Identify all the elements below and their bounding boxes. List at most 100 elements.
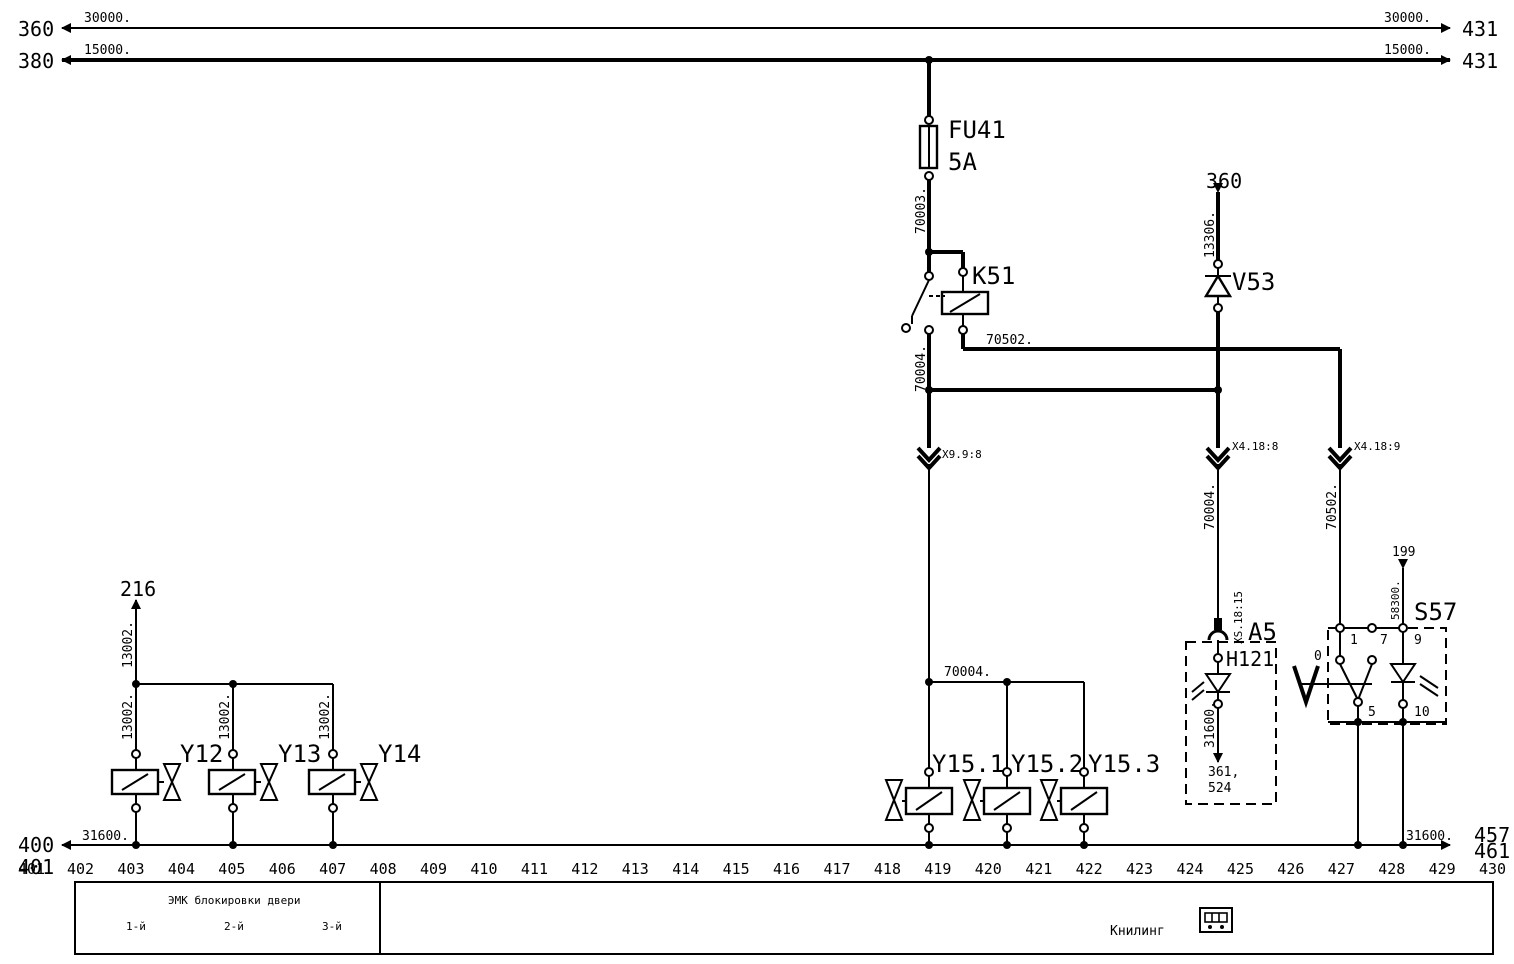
title-block: ЭМК блокировки двери 1-й 2-й 3-й Книлинг [74, 881, 1494, 955]
bus-30-wire-right: 30000. [1384, 11, 1431, 26]
column-number: 420 [975, 860, 1002, 878]
module-a5: XS.18:15 A5 H121 31600. 361, 524 [1185, 591, 1277, 805]
column-number: 425 [1227, 860, 1254, 878]
ref-524: 524 [1208, 781, 1232, 796]
v53-name: V53 [1232, 268, 1275, 296]
connector-x4-8: X4.18:8 [1232, 440, 1278, 453]
y15-2-name: Y15.2 [1011, 750, 1083, 778]
h121-name: H121 [1226, 647, 1274, 671]
ref-361: 361, [1208, 765, 1239, 780]
s57-name: S57 [1414, 598, 1457, 626]
s57-pos-1: 1 [1350, 633, 1358, 648]
fu41-rating: 5A [948, 148, 977, 176]
column-numbers: 401 402 403 404 405 406 407 408 409 410 411 412 413… [18, 860, 1506, 878]
wire-70502-s57: 70502. [1325, 483, 1340, 530]
y14-name: Y14 [378, 740, 421, 768]
group-title: ЭМК блокировки двери [168, 894, 300, 907]
column-number: 427 [1328, 860, 1355, 878]
column-number: 426 [1277, 860, 1304, 878]
column-number: 428 [1378, 860, 1405, 878]
connector-xs: XS.18:15 [1232, 591, 1245, 644]
column-number: 412 [571, 860, 598, 878]
function-name: Книлинг [1110, 924, 1165, 939]
valves-y12-y14: 216 13002. 13002. 13002. 13002. [110, 577, 421, 849]
column-number: 418 [874, 860, 901, 878]
bus-30-wire-left: 30000. [84, 11, 131, 26]
column-number: 408 [370, 860, 397, 878]
column-number: 409 [420, 860, 447, 878]
column-number: 407 [319, 860, 346, 878]
group-third: 3-й [322, 920, 342, 933]
wire-58300: 58300. [1389, 580, 1402, 620]
bus-15-wire-left: 15000. [84, 43, 131, 58]
wire-13002-y12: 13002. [121, 693, 136, 740]
column-number: 414 [672, 860, 699, 878]
bus-30-left-ref: 360 [18, 17, 54, 41]
column-number: 411 [521, 860, 548, 878]
wire-31600-h121: 31600. [1203, 701, 1218, 748]
bus-15-wire-right: 15000. [1384, 43, 1431, 58]
vehicle-icon [1199, 907, 1233, 933]
bus-15-left-ref: 380 [18, 49, 54, 73]
k51-name: K51 [972, 262, 1015, 290]
fu41-name: FU41 [948, 116, 1006, 144]
column-number: 413 [622, 860, 649, 878]
bus-31-wire-right: 31600. [1406, 829, 1453, 844]
bus-30-right-ref: 431 [1462, 17, 1498, 41]
wire-70004-k51: 70004. [914, 345, 929, 392]
column-number: 402 [67, 860, 94, 878]
column-number: 419 [924, 860, 951, 878]
valves-y15: 70004. Y15.1 Y15.2 Y15. [884, 665, 1160, 849]
column-first: 401 [18, 860, 45, 878]
line-70502: X4.18:9 70502. [1325, 349, 1400, 628]
s57-pos-10: 10 [1414, 705, 1430, 720]
column-number: 417 [824, 860, 851, 878]
switch-s57: 199 58300. S57 1 7 9 0 5 10 [1292, 545, 1457, 849]
y15-1-name: Y15.1 [932, 750, 1004, 778]
group-first: 1-й [126, 920, 146, 933]
s57-pos-5: 5 [1368, 705, 1376, 720]
column-number: 423 [1126, 860, 1153, 878]
s57-pos-7: 7 [1380, 633, 1388, 648]
wire-70004-a5: 70004. [1203, 483, 1218, 530]
bus-15-right-ref: 431 [1462, 49, 1498, 73]
wire-13306: 13306. [1203, 211, 1218, 258]
bus-31-left-ref-bottom: 401 [18, 855, 54, 879]
wire-13002-y13: 13002. [218, 693, 233, 740]
bus-30: 360 431 30000. 30000. [18, 11, 1498, 41]
column-number: 404 [168, 860, 195, 878]
bus-31-right-ref-top: 457, [1474, 823, 1514, 847]
ref-216: 216 [120, 577, 156, 601]
bus-31-left-ref-top: 400 [18, 833, 54, 857]
column-number: 415 [723, 860, 750, 878]
bus-31-right-ref-bottom: 461 [1474, 839, 1510, 863]
s57-pos-0: 0 [1314, 649, 1322, 664]
bus-31-wire-left: 31600. [82, 829, 129, 844]
column-number: 405 [218, 860, 245, 878]
connector-x4-9: X4.18:9 [1354, 440, 1400, 453]
wire-70003: 70003. [914, 187, 929, 234]
wire-13002-y14: 13002. [318, 693, 333, 740]
link-70004: X9.9:8 [916, 386, 1222, 682]
ref-360: 360 [1206, 169, 1242, 193]
bus-31: 400 401 457, 461 31600. 31600. [18, 823, 1514, 879]
y15-3-name: Y15.3 [1088, 750, 1160, 778]
column-number: 430 [1479, 860, 1506, 878]
connector-x9: X9.9:8 [942, 448, 982, 461]
column-number: 403 [117, 860, 144, 878]
y13-name: Y13 [278, 740, 321, 768]
column-number: 406 [269, 860, 296, 878]
column-number: 421 [1025, 860, 1052, 878]
column-number: 410 [470, 860, 497, 878]
fuse-fu41: FU41 5A 70003. [914, 56, 1006, 252]
wire-70502-k51: 70502. [986, 333, 1033, 348]
s57-pos-9: 9 [1414, 633, 1422, 648]
relay-k51: 70502. K51 70004. [901, 248, 1340, 392]
diode-v53: 360 13306. V53 X4.18:8 70004. [1203, 169, 1278, 618]
y12-name: Y12 [180, 740, 223, 768]
column-number: 424 [1177, 860, 1204, 878]
column-number: 422 [1076, 860, 1103, 878]
wire-13002-main: 13002. [121, 621, 136, 668]
ref-199: 199 [1392, 545, 1415, 560]
